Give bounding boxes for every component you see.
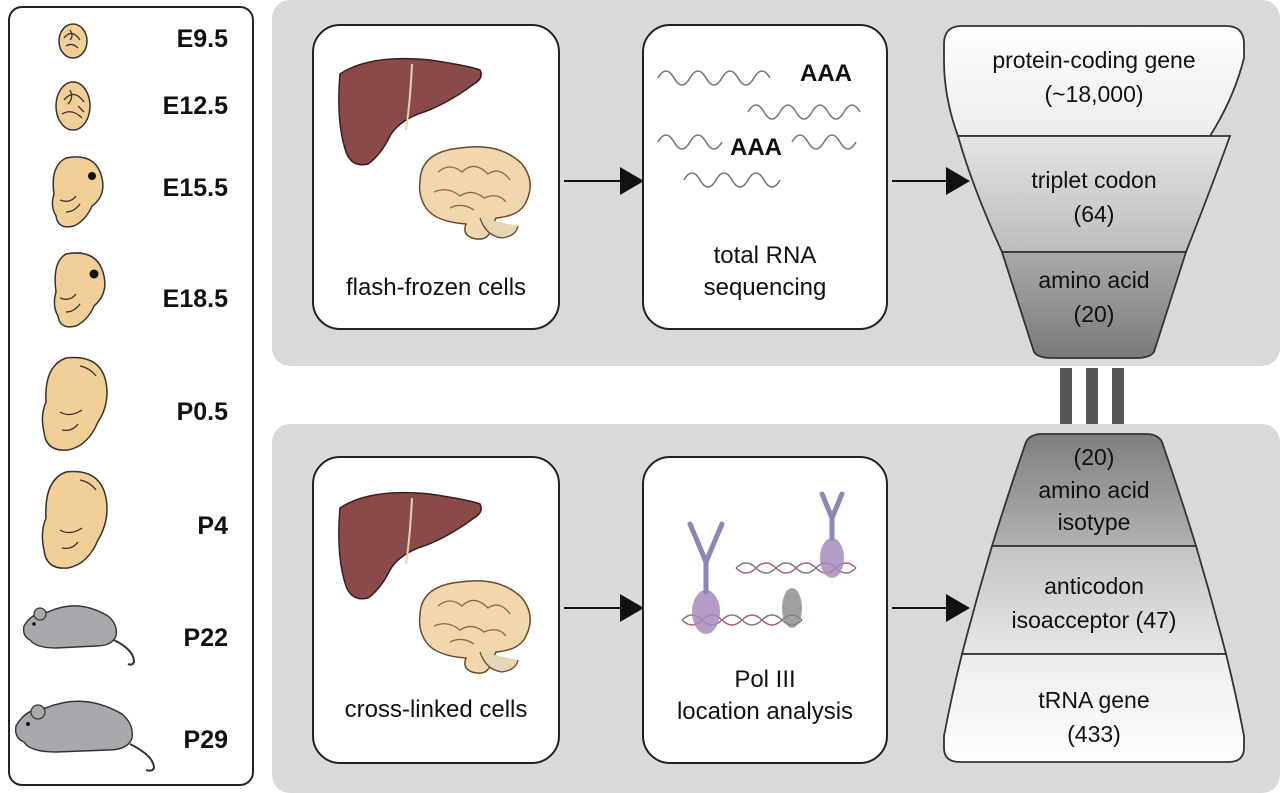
- cross-linked-cells-label: cross-linked cells: [344, 696, 528, 723]
- newborn-p0-5-icon: [41, 356, 108, 451]
- brain-icon-bottom: [418, 579, 531, 674]
- funnel-connector-3: [1112, 368, 1124, 424]
- newborn-p4-icon: [41, 470, 108, 569]
- flash-frozen-cells-label: flash-frozen cells: [345, 274, 527, 301]
- cross-linked-cells-card: cross-linked cells: [312, 456, 560, 764]
- stage-label-p0-5: P0.5: [176, 398, 228, 426]
- funnel-isoacceptor-line1: anticodon: [1044, 573, 1144, 599]
- funnel-trna-gene-line2: (433): [1067, 721, 1121, 747]
- embryo-e18-5-icon: [53, 252, 106, 328]
- arrow-rnaseq-to-funnel: [892, 167, 970, 195]
- arrow-pol3-to-funnel: [892, 594, 970, 622]
- funnel-isotype-line2: amino acid: [1038, 477, 1150, 503]
- stage-label-p29: P29: [183, 726, 228, 754]
- dna-antibody-chip-icon: [681, 491, 857, 634]
- pol3-label-line1: Pol III: [734, 666, 796, 693]
- funnel-triplet-codon-line2: (64): [1073, 201, 1115, 227]
- poly-a-tail-1: AAA: [800, 60, 852, 87]
- rna-transcripts-icon: [657, 70, 861, 188]
- stage-label-e9-5: E9.5: [176, 25, 228, 53]
- embryo-e12-5-icon: [55, 81, 91, 131]
- mouse-p29-icon: [14, 700, 156, 772]
- funnel-protein-coding-line1: protein-coding gene: [992, 47, 1196, 73]
- mouse-p22-icon: [22, 605, 136, 666]
- trna-gene-funnel: [943, 433, 1245, 763]
- funnel-connector-1: [1060, 368, 1072, 424]
- stage-label-p22: P22: [183, 624, 228, 652]
- arrow-frozen-to-rnaseq: [564, 167, 644, 195]
- funnel-protein-coding-line2: (~18,000): [1044, 81, 1144, 107]
- total-rna-label-line2: sequencing: [703, 274, 827, 301]
- funnel-isoacceptor-line2: isoacceptor (47): [1011, 607, 1177, 633]
- flash-frozen-cells-card: flash-frozen cells: [312, 24, 560, 330]
- arrow-crosslinked-to-pol3: [564, 594, 644, 622]
- stage-label-p4: P4: [197, 512, 228, 540]
- funnel-trna-gene-line1: tRNA gene: [1038, 687, 1150, 713]
- poly-a-tail-2: AAA: [730, 134, 782, 161]
- liver-icon-bottom: [338, 491, 482, 600]
- stage-label-e15-5: E15.5: [162, 174, 228, 202]
- stage-label-e18-5: E18.5: [162, 285, 228, 313]
- pol3-label-line2: location analysis: [676, 698, 854, 725]
- embryo-e15-5-icon: [51, 156, 104, 228]
- funnel-amino-acid-line2: (20): [1073, 301, 1115, 327]
- funnel-isotype-line3: isotype: [1057, 509, 1131, 535]
- funnel-isotype-line1: (20): [1073, 444, 1115, 470]
- stage-label-e12-5: E12.5: [162, 92, 228, 120]
- pol3-location-analysis-card: Pol III location analysis: [642, 456, 888, 764]
- total-rna-label-line1: total RNA: [713, 242, 817, 269]
- total-rna-sequencing-card: AAA AAA total RNA sequencing: [642, 24, 888, 330]
- brain-icon: [418, 145, 531, 240]
- liver-icon: [338, 57, 482, 166]
- protein-coding-funnel: [943, 25, 1245, 359]
- funnel-triplet-codon-line1: triplet codon: [1031, 167, 1157, 193]
- funnel-connector-2: [1086, 368, 1098, 424]
- funnel-amino-acid-line1: amino acid: [1038, 267, 1150, 293]
- embryo-e9-5-icon: [58, 23, 88, 59]
